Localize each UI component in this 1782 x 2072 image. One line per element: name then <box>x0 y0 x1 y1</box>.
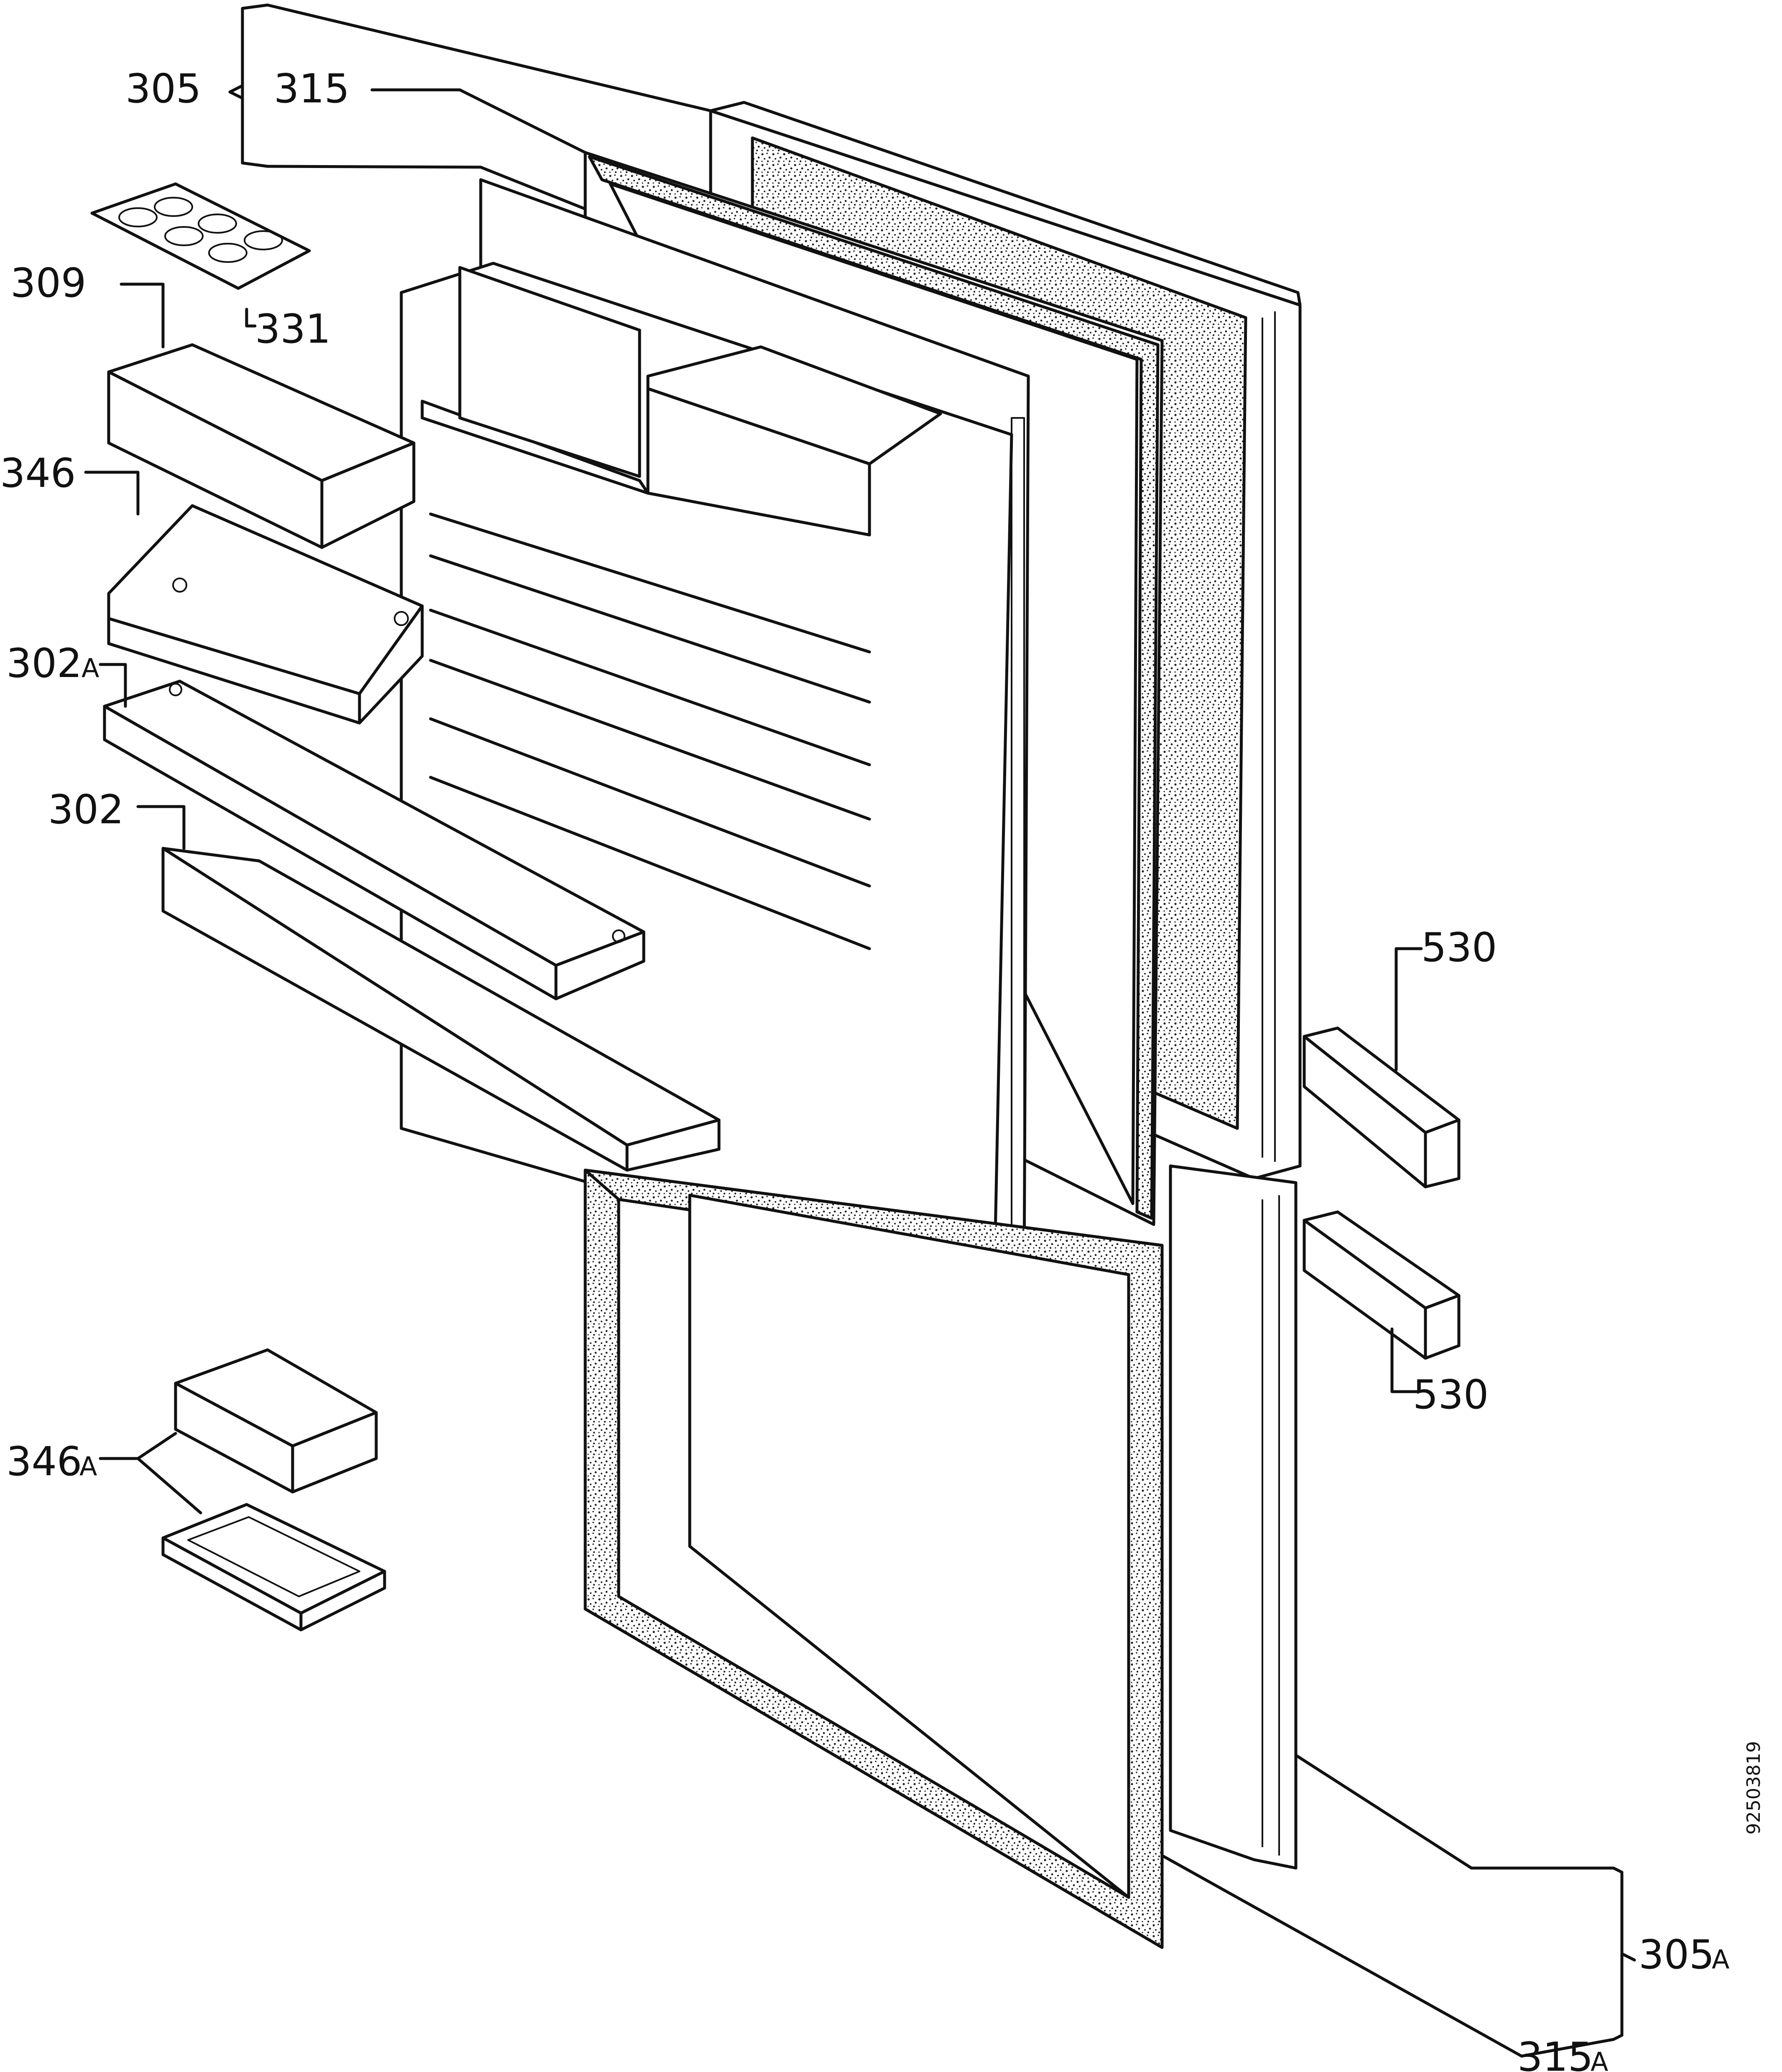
drawing-id: 92503819 <box>1743 1741 1764 1835</box>
label-530-top: 530 <box>1421 925 1497 971</box>
label-346a: 346 <box>6 1439 82 1485</box>
freezer-door-gasket <box>584 1168 1164 1949</box>
label-315a-suffix: A <box>1591 2047 1608 2072</box>
leader-lines <box>84 3 1636 2058</box>
label-305a-suffix: A <box>1712 1944 1729 1975</box>
label-305: 305 <box>125 66 201 112</box>
fridge-door-inner-liner <box>400 178 1030 1268</box>
label-302a: 302 <box>6 641 82 687</box>
door-shelf-302 <box>161 847 721 1172</box>
freezer-door-outer-panel <box>1169 1164 1298 1870</box>
label-305a: 305 <box>1639 1932 1714 1978</box>
door-handle-lower <box>1303 1210 1461 1360</box>
label-530-bottom: 530 <box>1413 1372 1489 1418</box>
label-302a-suffix: A <box>82 653 99 683</box>
label-302: 302 <box>48 787 124 833</box>
label-346a-suffix: A <box>79 1451 97 1481</box>
label-315a: 315 <box>1517 2034 1593 2072</box>
label-309: 309 <box>10 260 86 306</box>
door-shelf-302a <box>103 680 645 1000</box>
egg-tray <box>90 182 311 290</box>
butter-dish-lid <box>174 1348 378 1494</box>
label-315: 315 <box>274 66 349 112</box>
dairy-compartment-box <box>107 504 424 725</box>
label-346: 346 <box>0 451 76 496</box>
label-331: 331 <box>255 306 331 352</box>
door-handle-upper <box>1303 1026 1461 1189</box>
dairy-compartment-lid <box>107 343 416 549</box>
butter-dish-base <box>161 1503 386 1632</box>
